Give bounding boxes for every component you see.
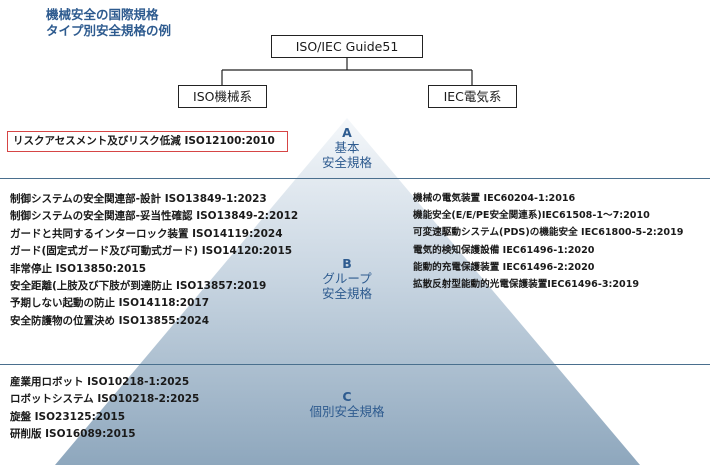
list-item: 可変速駆動システム(PDS)の機能安全 IEC61800-5-2:2019 <box>413 227 684 239</box>
group-iso-list: 制御システムの安全関連部-設計 ISO13849-1:2023 制御システムの安… <box>10 191 298 330</box>
list-item: 安全防護物の位置決め ISO13855:2024 <box>10 314 210 327</box>
level-c-letter: C <box>342 389 352 404</box>
list-item: 制御システムの安全関連部-設計 ISO13849-1:2023 <box>10 193 267 205</box>
list-item: 予期しない起動の防止 ISO14118:2017 <box>10 297 210 310</box>
list-item: ロボットシステム ISO10218-2:2025 <box>10 393 200 406</box>
list-item: ガードと共同するインターロック装置 ISO14119:2024 <box>10 227 283 240</box>
title-line-1: 機械安全の国際規格 <box>46 7 159 22</box>
list-item: 機械の電気装置 IEC60204-1:2016 <box>413 193 576 204</box>
individual-list: 産業用ロボット ISO10218-1:2025 ロボットシステム ISO1021… <box>10 374 199 444</box>
iec-electrical-box: IEC電気系 <box>428 85 517 108</box>
list-item: 非常停止 ISO13850:2015 <box>10 262 147 275</box>
list-item: ガード(固定式ガード及び可動式ガード) ISO14120:2015 <box>10 245 293 258</box>
list-item: 研削版 ISO16089:2015 <box>10 428 136 441</box>
pyramid-label-a: A 基本 安全規格 <box>310 125 384 170</box>
level-a-line-2: 安全規格 <box>321 155 372 170</box>
list-item: 拡散反射型能動的光電保護装置IEC61496-3:2019 <box>413 279 640 291</box>
pyramid-label-c: C 個別安全規格 <box>290 389 404 419</box>
level-b-line-2: 安全規格 <box>321 286 372 301</box>
list-item: 能動的充電保護装置 IEC61496-2:2020 <box>413 261 595 273</box>
list-item: 制御システムの安全関連部-妥当性確認 ISO13849-2:2012 <box>10 210 299 223</box>
pyramid-shape <box>55 118 640 465</box>
list-item: 安全距離(上肢及び下肢が到達防止 ISO13857:2019 <box>10 280 267 293</box>
level-a-line-1: 基本 <box>334 140 360 155</box>
level-a-letter: A <box>342 125 352 140</box>
pyramid-label-b: B グループ 安全規格 <box>300 256 394 301</box>
separator-a-b <box>0 178 710 179</box>
list-item: 機能安全(E/E/PE安全関連系)IEC61508-1～7:2010 <box>413 210 650 222</box>
level-c-line-1: 個別安全規格 <box>309 404 385 419</box>
separator-b-c <box>0 364 710 365</box>
group-iec-list: 機械の電気装置 IEC60204-1:2016 機能安全(E/E/PE安全関連系… <box>413 190 683 293</box>
title-line-2: タイプ別安全規格の例 <box>46 23 172 38</box>
risk-assessment-box: リスクアセスメント及びリスク低減 ISO12100:2010 <box>7 131 288 152</box>
list-item: 旋盤 ISO23125:2015 <box>10 410 126 423</box>
level-b-line-1: グループ <box>322 271 372 286</box>
list-item: 電気的検知保護設備 IEC61496-1:2020 <box>413 244 595 256</box>
iso-machinery-box: ISO機械系 <box>178 85 267 108</box>
level-b-letter: B <box>342 256 352 271</box>
guide51-box: ISO/IEC Guide51 <box>271 35 423 58</box>
list-item: 産業用ロボット ISO10218-1:2025 <box>10 376 190 388</box>
